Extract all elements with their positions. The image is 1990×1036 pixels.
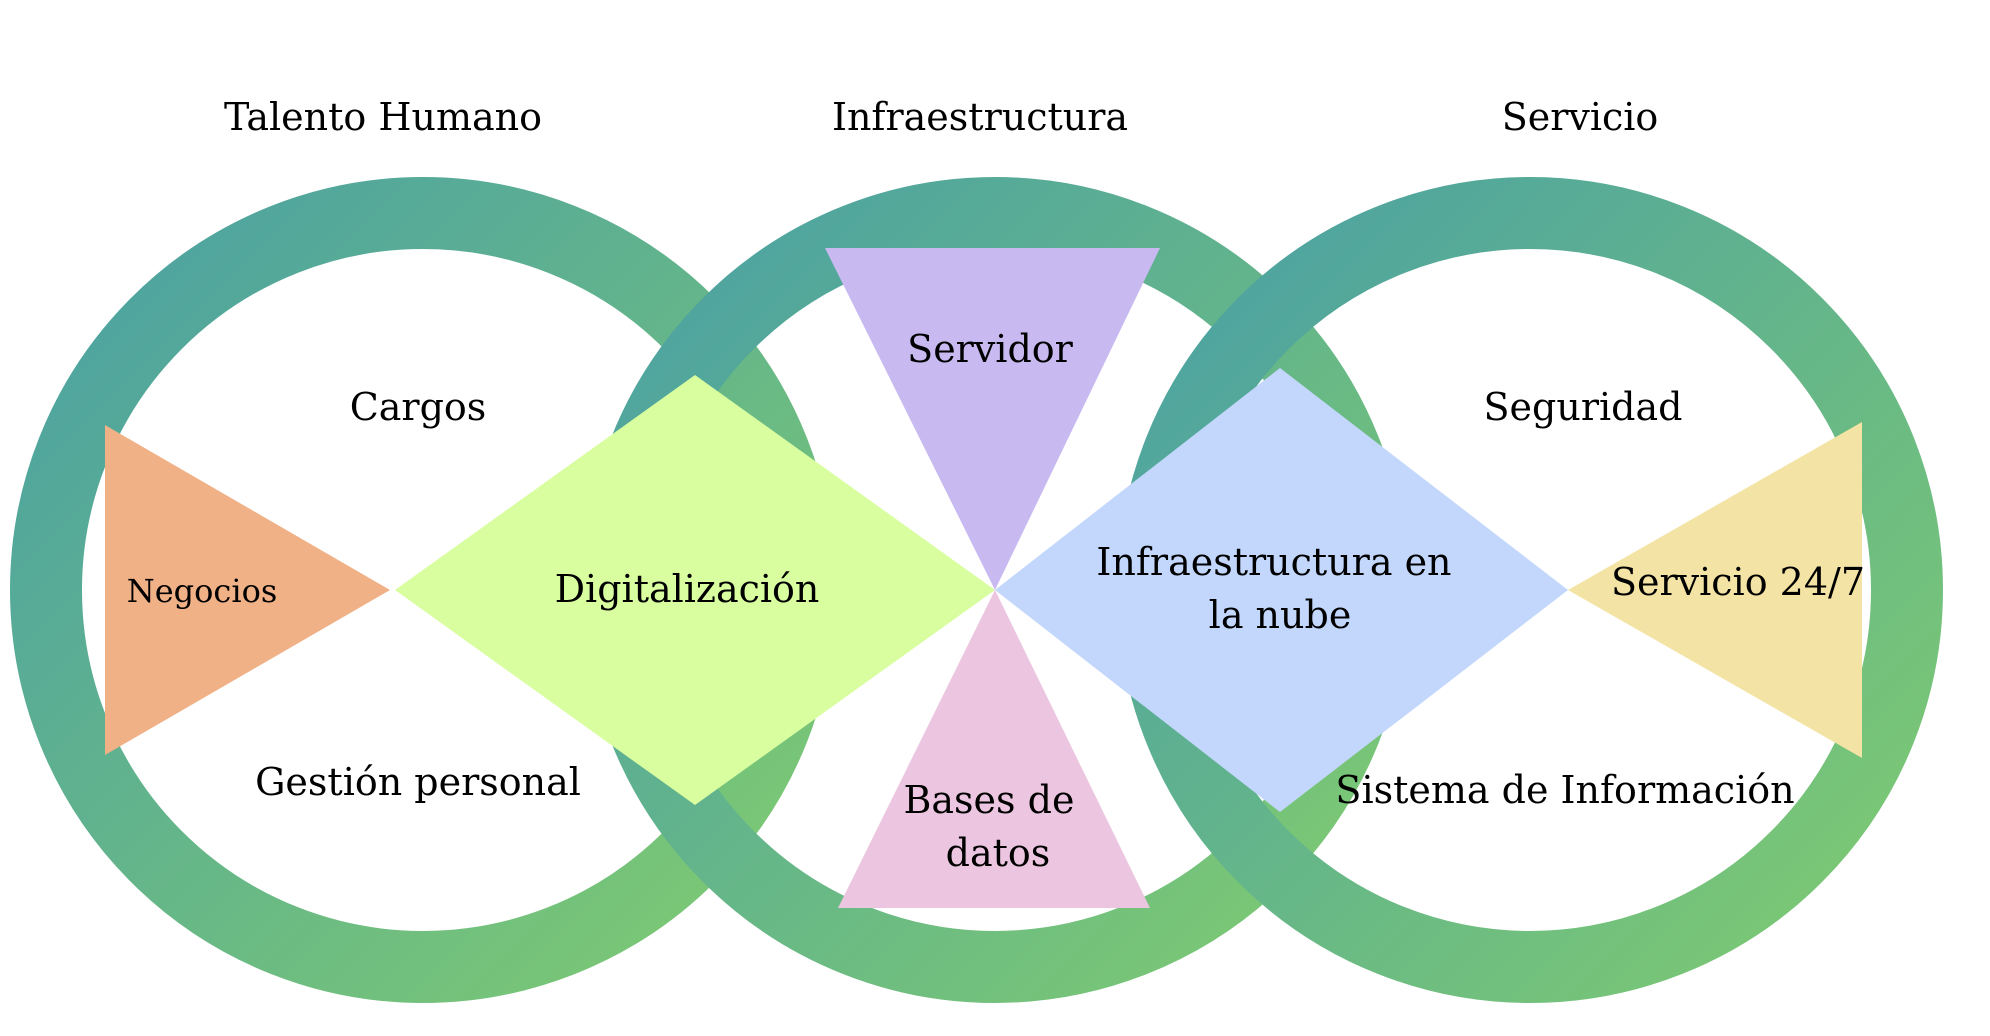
label-servidor: Servidor — [907, 327, 1074, 371]
label-sistema-de-informacion: Sistema de Información — [1335, 768, 1794, 812]
triangle-bases-de-datos — [838, 590, 1150, 908]
label-cargos: Cargos — [350, 385, 487, 429]
label-negocios: Negocios — [127, 572, 278, 610]
label-digitalizacion: Digitalización — [555, 567, 820, 611]
label-infraestructura-nube: Infraestructura en la nube — [1096, 540, 1463, 637]
label-bases-de-datos-line1: Bases de — [903, 778, 1074, 822]
triangle-servidor — [825, 248, 1160, 590]
label-bases-de-datos: Bases de datos — [903, 778, 1086, 875]
label-seguridad: Seguridad — [1484, 385, 1683, 429]
label-gestion-personal: Gestión personal — [255, 760, 581, 804]
heading-servicio: Servicio — [1502, 95, 1659, 139]
heading-talento-humano: Talento Humano — [224, 95, 542, 139]
label-infraestructura-nube-line2: la nube — [1209, 593, 1352, 637]
label-infraestructura-nube-line1: Infraestructura en — [1096, 540, 1451, 584]
triangle-negocios — [105, 425, 390, 755]
label-bases-de-datos-line2: datos — [946, 831, 1051, 875]
heading-infraestructura: Infraestructura — [832, 95, 1128, 139]
triangle-servicio-247 — [1568, 422, 1862, 758]
diamond-infraestructura-nube — [995, 368, 1568, 812]
label-servicio-247: Servicio 24/7 — [1611, 560, 1865, 604]
diamond-digitalizacion — [395, 375, 995, 805]
